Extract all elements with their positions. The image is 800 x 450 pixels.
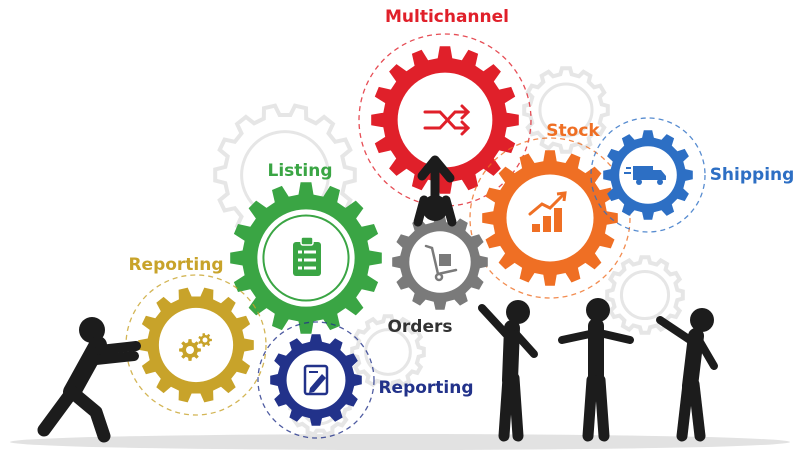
label-listing: Listing bbox=[267, 161, 332, 181]
hand-truck-box-icon bbox=[424, 244, 458, 282]
people-figures bbox=[37, 155, 718, 443]
label-orders: Orders bbox=[387, 317, 452, 337]
label-reporting-navy: Reporting bbox=[378, 378, 473, 398]
figure-pointing-1 bbox=[478, 300, 538, 442]
label-multichannel: Multichannel bbox=[385, 7, 509, 27]
label-shipping: Shipping bbox=[710, 165, 795, 185]
figure-hanging bbox=[413, 155, 457, 227]
label-stock: Stock bbox=[546, 121, 600, 141]
floor-shadow bbox=[10, 434, 790, 450]
figure-pointing-2 bbox=[558, 298, 634, 442]
ghost-gear bbox=[522, 66, 610, 154]
gear-listing bbox=[230, 182, 382, 334]
figure-pushing bbox=[37, 317, 141, 443]
gear-stock bbox=[469, 137, 631, 299]
label-reporting-gold: Reporting bbox=[128, 255, 223, 275]
gears-layer bbox=[125, 33, 706, 439]
gear-shipping bbox=[590, 117, 706, 233]
gear-reporting-gold bbox=[125, 274, 267, 416]
gear-multichannel bbox=[358, 33, 532, 207]
gear-reporting-navy bbox=[257, 321, 375, 439]
clipboard-list-icon bbox=[293, 236, 321, 276]
figure-pointing-3 bbox=[656, 308, 718, 442]
cogs-icon bbox=[179, 333, 212, 361]
ghost-gear bbox=[605, 255, 685, 335]
ghost-gear bbox=[350, 314, 426, 390]
gear-orders bbox=[392, 214, 488, 310]
bar-chart-growth-icon bbox=[528, 191, 567, 232]
shuffle-arrows-icon bbox=[423, 104, 471, 136]
delivery-truck-icon bbox=[624, 166, 666, 185]
document-edit-icon bbox=[303, 364, 329, 396]
